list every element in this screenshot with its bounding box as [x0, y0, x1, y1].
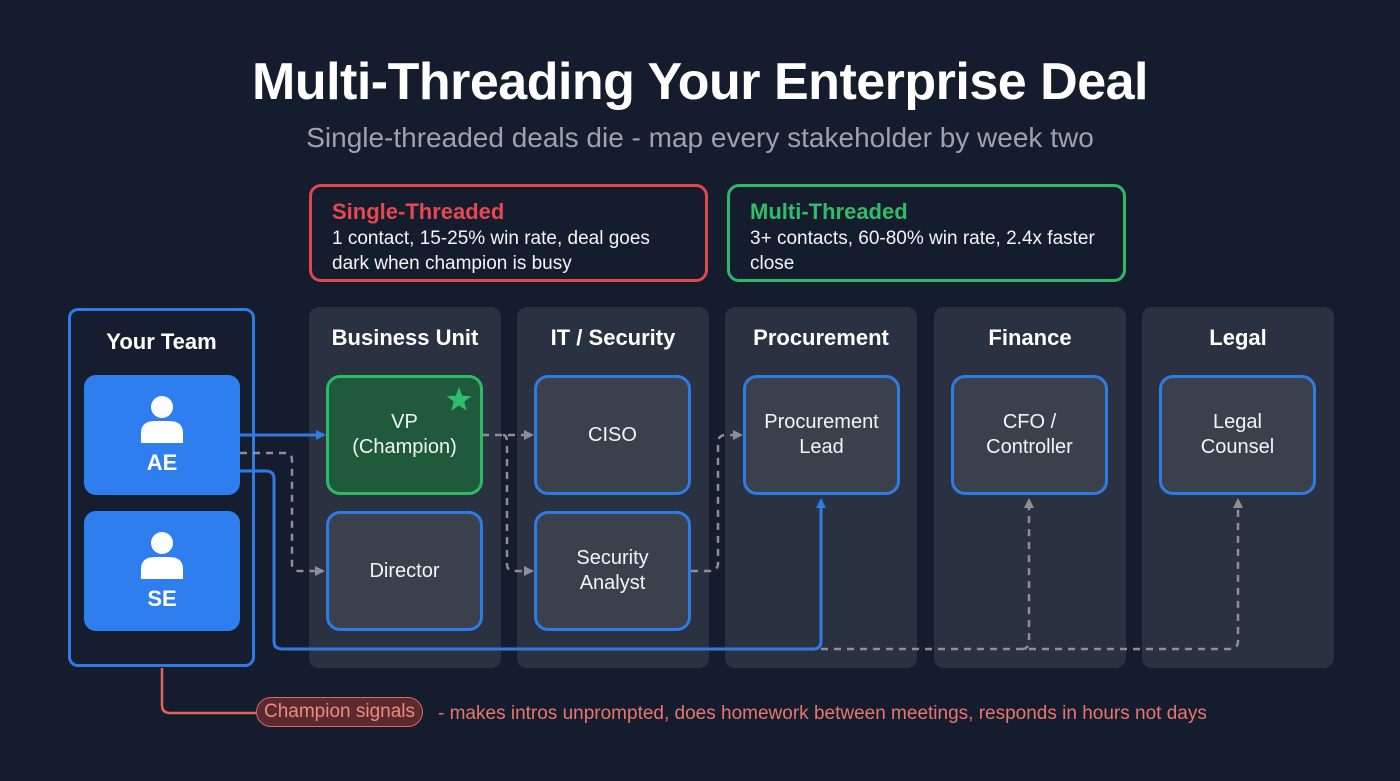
node-label: CFO / Controller [986, 411, 1073, 458]
team-heading: Your Team [106, 329, 217, 354]
member-label: AE [146, 450, 178, 475]
callout-body: 1 contact, 15-25% win rate, deal goes da… [332, 228, 650, 274]
person-icon [141, 396, 183, 443]
column-heading: IT / Security [550, 325, 676, 350]
node-cfo-controller[interactable]: CFO / Controller [951, 375, 1108, 495]
single-threaded-callout: Single-Threaded 1 contact, 15-25% win ra… [309, 184, 708, 282]
node-legal-counsel[interactable]: Legal Counsel [1159, 375, 1316, 495]
page-title: Multi-Threading Your Enterprise Deal [252, 53, 1149, 111]
your-team-panel: Your Team AE SE [68, 308, 255, 667]
callout-heading: Single-Threaded [332, 199, 505, 224]
node-procurement-lead[interactable]: Procurement Lead [743, 375, 900, 495]
node-label: VP (Champion) [352, 411, 457, 458]
column-heading: Legal [1209, 325, 1267, 350]
node-vp-champion[interactable]: VP (Champion) [326, 375, 483, 495]
callout-body: 3+ contacts, 60-80% win rate, 2.4x faste… [750, 228, 1095, 274]
column-heading: Business Unit [331, 325, 479, 350]
member-label: SE [147, 586, 177, 611]
node-label: Legal Counsel [1200, 411, 1275, 458]
page-subtitle: Single-threaded deals die - map every st… [306, 122, 1094, 153]
node-label: Security Analyst [576, 547, 649, 594]
node-security-analyst[interactable]: Security Analyst [534, 511, 691, 631]
node-ciso[interactable]: CISO [534, 375, 691, 495]
column-heading: Procurement [753, 325, 889, 350]
person-icon [141, 532, 183, 579]
callout-heading: Multi-Threaded [750, 199, 908, 224]
node-label: Director [369, 559, 440, 582]
column-heading: Finance [988, 325, 1072, 350]
champion-signals-text: - makes intros unprompted, does homework… [438, 703, 1207, 724]
node-label: CISO [588, 423, 637, 446]
team-member-ae[interactable]: AE [84, 375, 240, 495]
multi-threaded-callout: Multi-Threaded 3+ contacts, 60-80% win r… [727, 184, 1126, 282]
node-director[interactable]: Director [326, 511, 483, 631]
star-icon [446, 387, 472, 411]
champion-signals-badge: Champion signals [256, 697, 424, 727]
team-member-se[interactable]: SE [84, 511, 240, 631]
node-label: Procurement Lead [764, 411, 879, 458]
